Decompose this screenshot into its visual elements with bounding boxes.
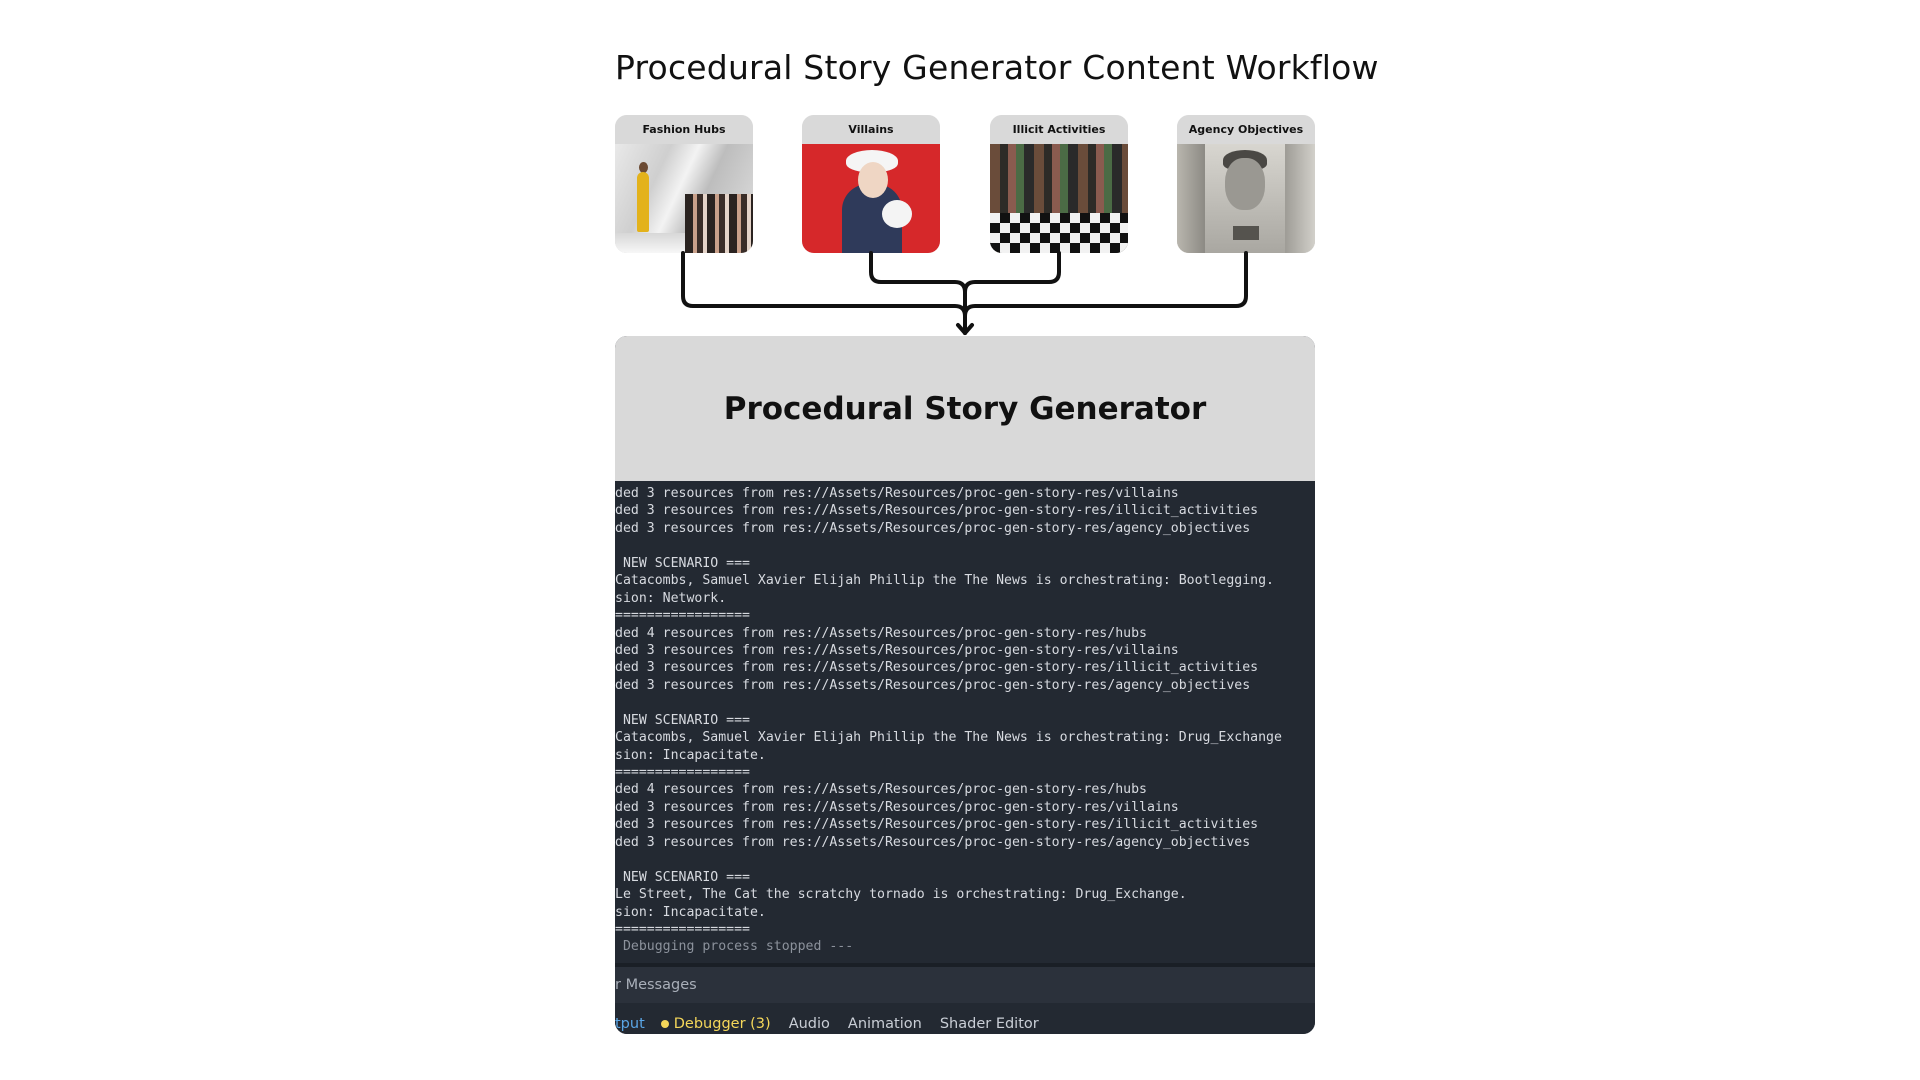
console-line: ded 3 resources from res://Assets/Resour… — [615, 503, 1259, 519]
console-line: ded 4 resources from res://Assets/Resour… — [615, 782, 1147, 798]
console-line: Catacombs, Samuel Xavier Elijah Phillip … — [615, 573, 1274, 589]
console-line: NEW SCENARIO === — [615, 712, 750, 728]
story-generator-panel: Procedural Story Generator ded 3 resourc… — [615, 336, 1315, 1034]
card-label: Fashion Hubs — [615, 115, 753, 144]
console-line — [615, 537, 1315, 554]
console-line: ================= — [615, 608, 750, 624]
console-line: ded 3 resources from res://Assets/Resour… — [615, 486, 1179, 501]
panel-header: Procedural Story Generator — [615, 336, 1315, 481]
console-line: sion: Incapacitate. — [615, 747, 766, 763]
connector-villains — [869, 251, 967, 335]
console-line: sion: Network. — [615, 590, 727, 606]
tab-output[interactable]: tput — [615, 1015, 645, 1032]
mugshot-image — [1177, 144, 1315, 253]
console-line: ded 3 resources from res://Assets/Resour… — [615, 817, 1259, 833]
console-line: NEW SCENARIO === — [615, 869, 750, 885]
panel-divider — [615, 963, 1315, 967]
villain-image — [802, 144, 940, 253]
panel-title: Procedural Story Generator — [723, 390, 1207, 427]
card-illicit-activities: Illicit Activities — [990, 115, 1128, 253]
console-line: ================= — [615, 921, 750, 937]
tab-audio[interactable]: Audio — [788, 1015, 830, 1032]
card-label: Villains — [802, 115, 940, 144]
tab-animation[interactable]: Animation — [847, 1015, 922, 1032]
console-line: ================= — [615, 765, 750, 780]
connector-agency-objectives — [963, 251, 1248, 318]
tab-debugger[interactable]: Debugger (3) — [660, 1015, 771, 1032]
console-line: ded 3 resources from res://Assets/Resour… — [615, 834, 1251, 850]
console-line: Debugging process stopped --- — [615, 939, 854, 955]
console-line: ded 3 resources from res://Assets/Resour… — [615, 642, 1179, 658]
connector-illicit-activities — [963, 251, 1061, 294]
card-villains: Villains — [802, 115, 940, 253]
card-fashion-hubs: Fashion Hubs — [615, 115, 753, 253]
filter-messages-label: r Messages — [615, 977, 697, 993]
arrowhead — [956, 323, 974, 335]
console-line: sion: Incapacitate. — [615, 904, 766, 920]
connector-fashion-hubs — [681, 251, 967, 335]
console-line — [615, 851, 1315, 868]
debugger-status-dot-icon — [660, 1019, 669, 1028]
console-line: ded 3 resources from res://Assets/Resour… — [615, 660, 1259, 676]
tab-shader-editor[interactable]: Shader Editor — [939, 1015, 1039, 1032]
card-agency-objectives: Agency Objectives — [1177, 115, 1315, 253]
console-line: Catacombs, Samuel Xavier Elijah Phillip … — [615, 730, 1282, 746]
filter-messages-field[interactable]: r Messages — [615, 967, 1315, 1003]
console-line: ded 3 resources from res://Assets/Resour… — [615, 520, 1251, 536]
output-console[interactable]: ded 3 resources from res://Assets/Resour… — [615, 481, 1315, 963]
console-line: Le Street, The Cat the scratchy tornado … — [615, 887, 1187, 903]
tab-debugger-label: Debugger (3) — [673, 1015, 771, 1032]
bottom-panel-tabs: tput Debugger (3) Audio Animation Shader… — [615, 1003, 1315, 1034]
console-line: ded 3 resources from res://Assets/Resour… — [615, 799, 1179, 815]
illicit-activities-image — [990, 144, 1128, 253]
card-label: Agency Objectives — [1177, 115, 1315, 144]
console-line: ded 3 resources from res://Assets/Resour… — [615, 677, 1251, 693]
card-label: Illicit Activities — [990, 115, 1128, 144]
console-line: ded 4 resources from res://Assets/Resour… — [615, 625, 1147, 641]
console-line — [615, 694, 1315, 711]
diagram-title: Procedural Story Generator Content Workf… — [615, 48, 1379, 87]
console-line: NEW SCENARIO === — [615, 555, 750, 571]
fashion-runway-image — [615, 144, 753, 253]
